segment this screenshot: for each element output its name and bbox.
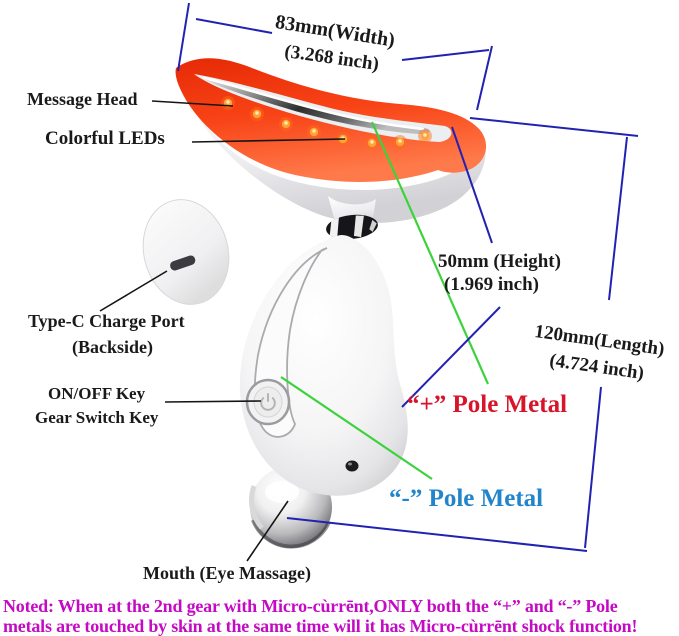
height-dim-label: 50mm (Height) <box>438 251 561 272</box>
width-dim-left-tick <box>177 2 190 72</box>
height-dim-upper <box>451 126 493 244</box>
note-text-line2: metals are touched by skin at the same t… <box>3 616 638 636</box>
message-head-label: Message Head <box>27 89 138 109</box>
message-head-line <box>151 100 234 107</box>
type-c-label-line2: (Backside) <box>72 337 153 357</box>
neck-chrome-ring <box>326 214 378 240</box>
pointer-lines <box>99 100 346 562</box>
massage-device <box>175 58 487 549</box>
height-dim-lower <box>401 306 501 408</box>
body-hole <box>345 460 359 472</box>
length-dim-vertical-upper <box>608 136 628 301</box>
colorful-leds-label: Colorful LEDs <box>45 128 165 149</box>
chrome-highlight <box>203 76 425 131</box>
colorful-leds-line <box>191 138 346 143</box>
note-text-line1: Noted: When at the 2nd gear with Micro-c… <box>3 596 618 616</box>
charger-disc <box>142 199 230 305</box>
type-c-port-slot <box>170 255 196 271</box>
length-dim-vertical-lower <box>584 386 602 549</box>
length-dim-bottom-tick <box>286 517 588 552</box>
length-dim-top-tick <box>469 117 639 137</box>
power-icon <box>260 393 276 411</box>
minus-pole-metal-label: “-” Pole Metal <box>389 485 544 512</box>
width-dim-right-tick <box>476 45 493 111</box>
width-dim-left-seg <box>195 18 273 34</box>
gear-switch-key-label: Gear Switch Key <box>35 408 159 427</box>
type-c-label-line1: Type-C Charge Port <box>28 311 185 331</box>
type-c-line <box>99 270 168 312</box>
mouth-label: Mouth (Eye Massage) <box>143 563 311 583</box>
on-off-line <box>164 400 262 403</box>
minus-pole-line <box>280 376 433 480</box>
massage-head <box>178 74 486 224</box>
height-dim-inch-label: (1.969 inch) <box>444 274 539 295</box>
mouth-line <box>246 500 289 562</box>
plus-pole-metal-strip <box>202 78 430 134</box>
plus-pole-metal-label: “+” Pole Metal <box>407 391 568 418</box>
width-dim-right-seg <box>401 49 490 61</box>
dimension-lines <box>177 2 639 552</box>
on-off-key-label: ON/OFF Key <box>48 384 146 403</box>
power-button <box>245 378 291 426</box>
